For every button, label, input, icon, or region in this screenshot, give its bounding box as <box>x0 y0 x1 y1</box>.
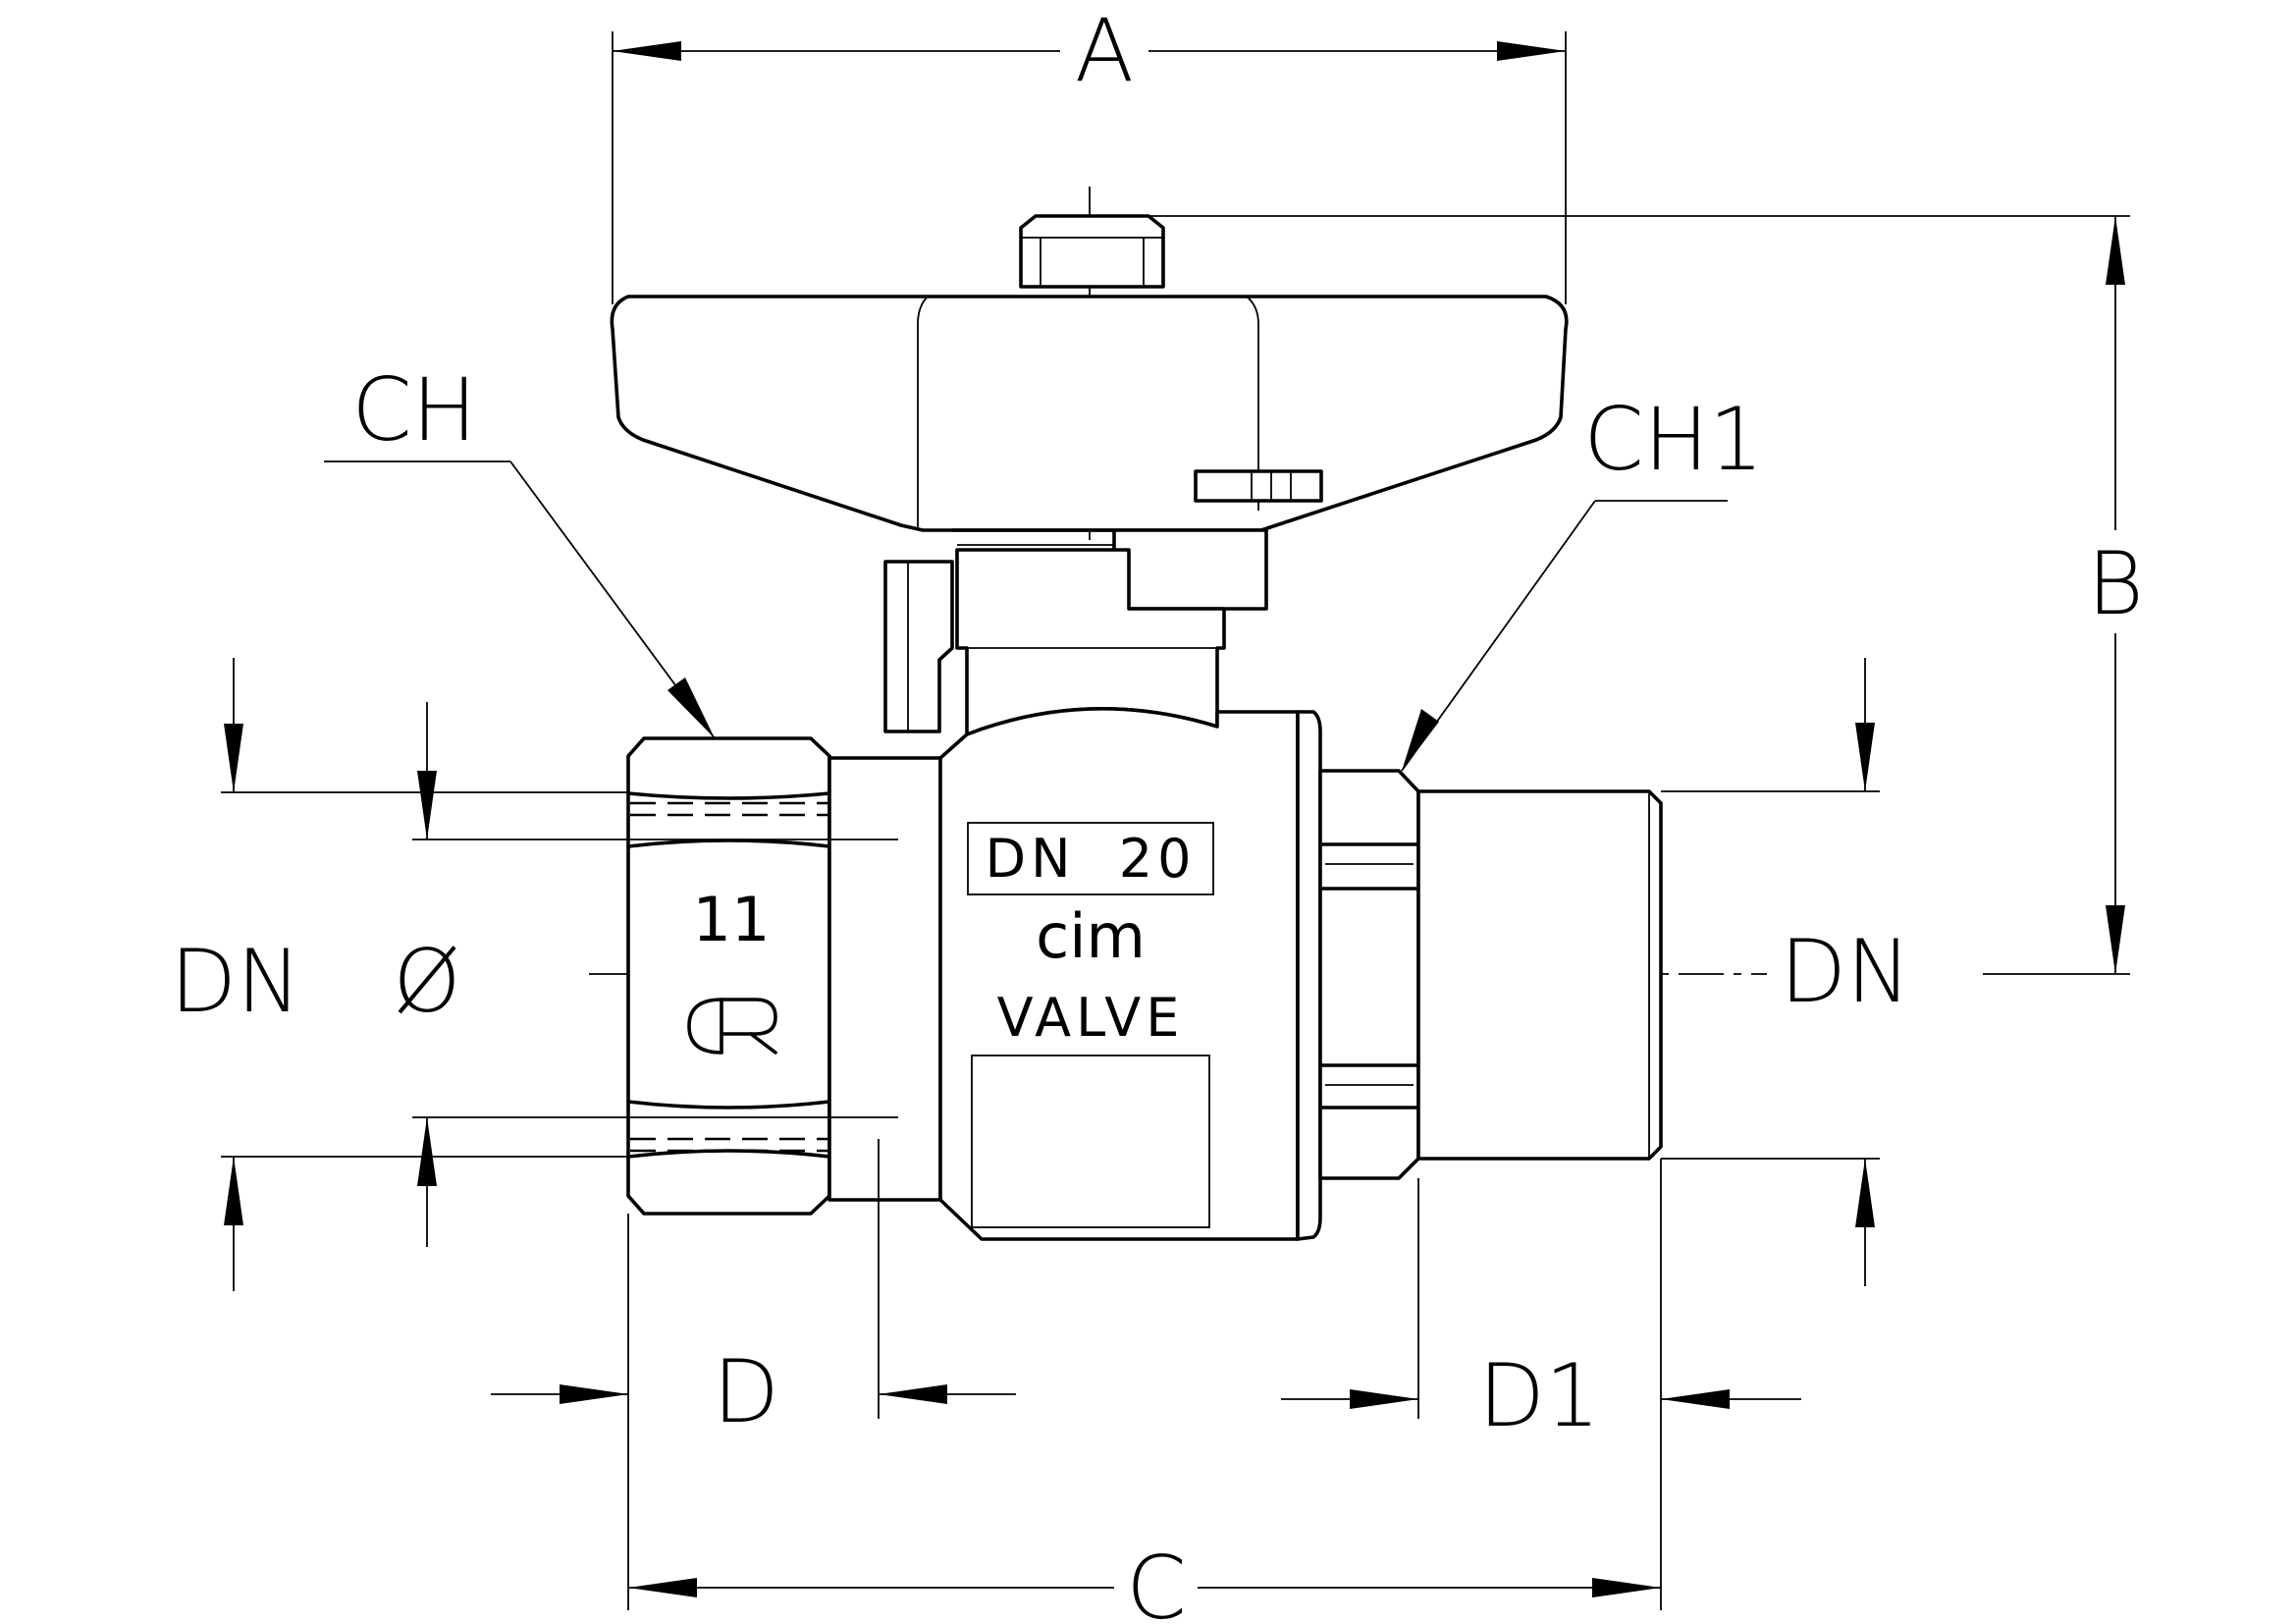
dimension-diameter <box>412 702 898 1247</box>
handle-wing <box>610 295 1569 532</box>
dimension-c <box>627 1159 1662 1610</box>
body-flange <box>1296 710 1322 1241</box>
left-hex-end <box>626 736 898 1216</box>
right-hex-body <box>1318 769 1420 1180</box>
marking-valve: VALVE <box>997 987 1185 1049</box>
label-dn-left: DN <box>170 931 301 1032</box>
label-b: B <box>2087 533 2144 634</box>
dimension-dn-right <box>1661 658 1880 1286</box>
stem-clip <box>883 560 954 733</box>
dimension-b <box>1148 215 2130 975</box>
label-d1: D1 <box>1478 1345 1600 1446</box>
dimension-d1 <box>1281 1178 1801 1419</box>
label-d: D <box>713 1341 779 1442</box>
label-dn-right: DN <box>1780 921 1911 1022</box>
dn-plate <box>967 822 1214 895</box>
leader-ch <box>324 460 716 739</box>
right-hex-end <box>1318 769 1663 1180</box>
position-indicator <box>1194 469 1323 503</box>
marking-brand: cim <box>1036 900 1146 972</box>
left-hex-body <box>626 736 831 1216</box>
leader-ch1 <box>1401 500 1728 772</box>
marking-size: 11 <box>693 884 771 955</box>
dimension-d <box>491 1139 1016 1419</box>
blank-plate <box>971 1055 1210 1228</box>
label-ch: CH <box>351 359 477 460</box>
male-thread <box>1416 789 1663 1161</box>
label-c: C <box>1126 1538 1186 1624</box>
marking-dn: DN 20 <box>985 828 1196 890</box>
label-a: A <box>1075 0 1134 101</box>
top-nut <box>1019 214 1165 289</box>
label-ch1: CH1 <box>1583 389 1764 490</box>
t-handle <box>610 214 1569 733</box>
dimension-a <box>612 31 1567 304</box>
valve-body <box>938 707 1300 1241</box>
left-collar <box>828 756 942 1202</box>
label-diameter: Ø <box>393 931 460 1032</box>
marking-logo <box>687 998 777 1055</box>
